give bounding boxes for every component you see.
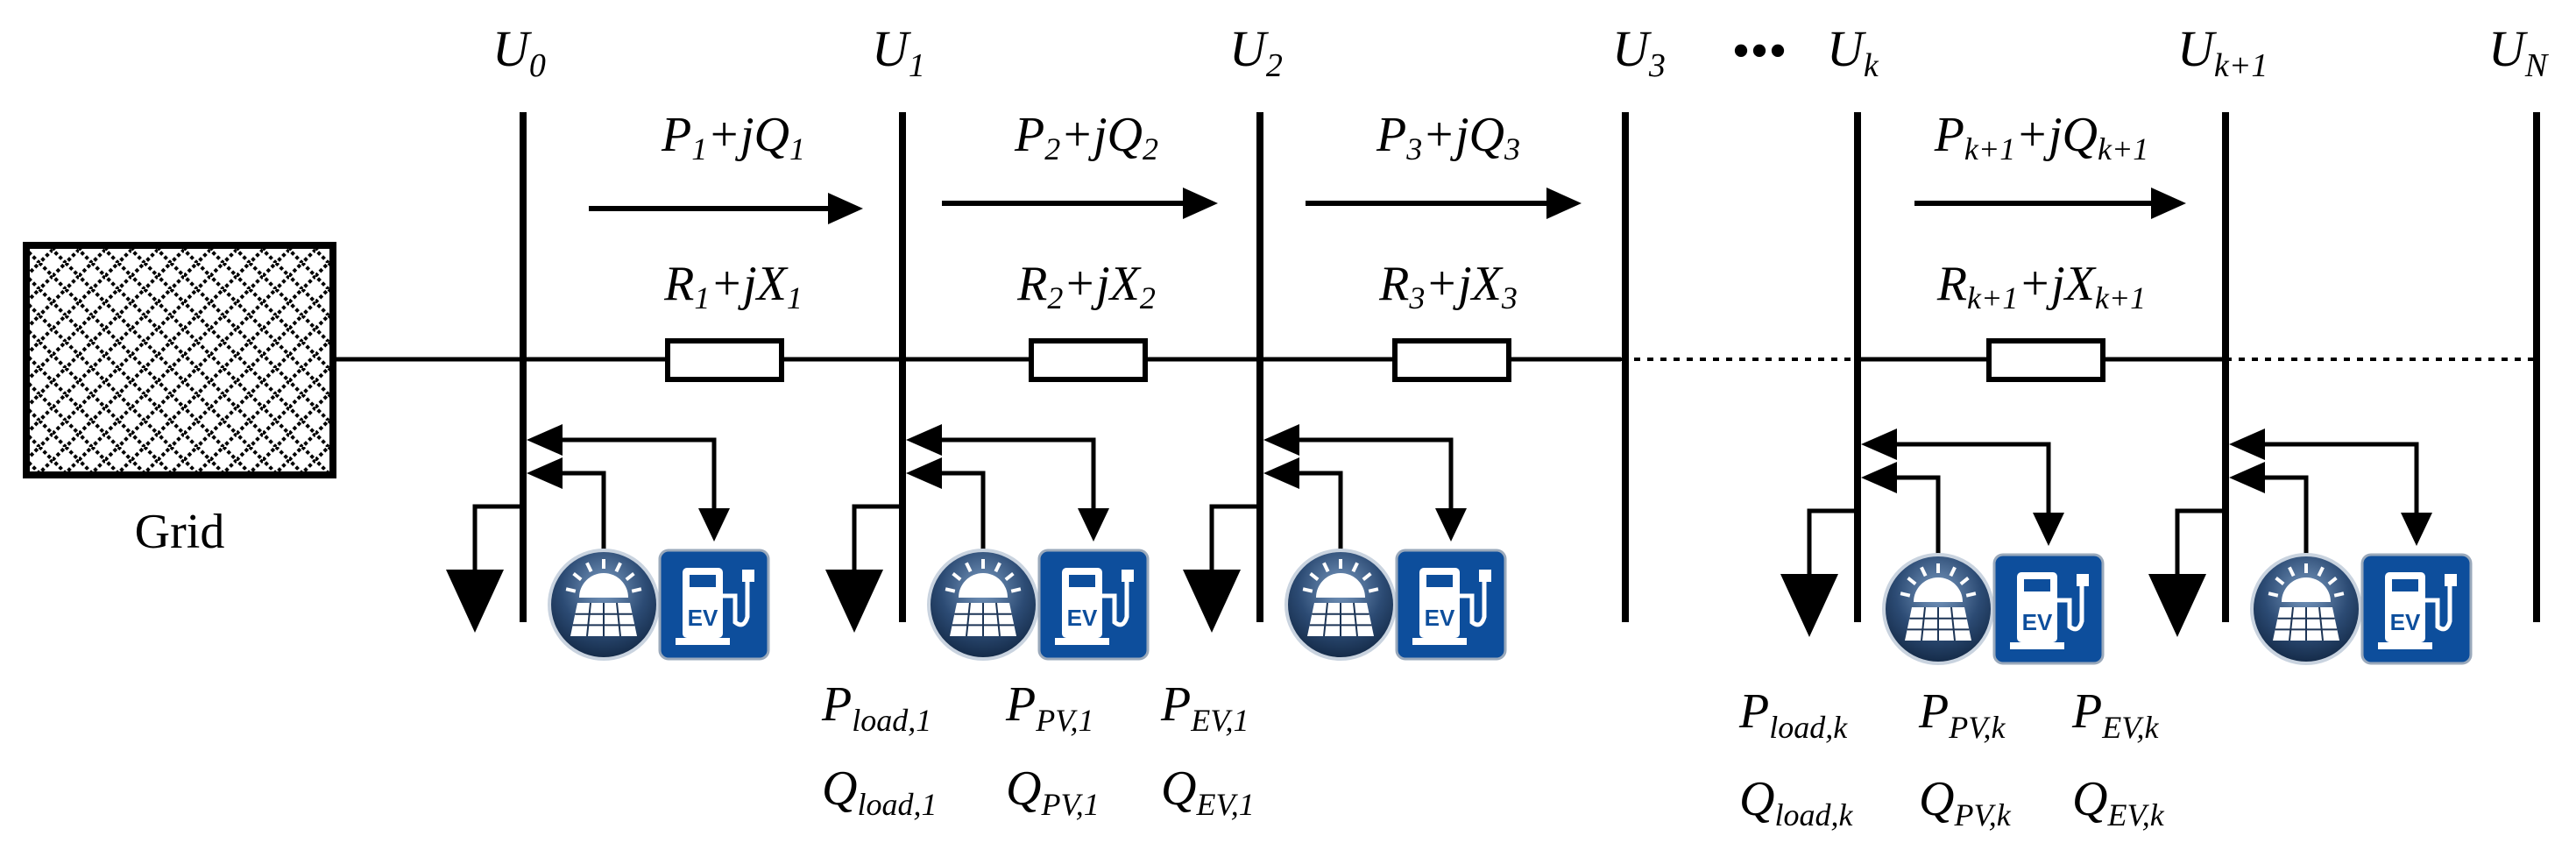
branch-impedance-label-3: R3+jX3 [1378,257,1518,315]
q-ev-1: QEV,1 [1161,761,1255,822]
load-branch-line [2175,508,2226,574]
ev-branch-line [563,437,717,508]
solar-pv-icon [1284,549,1397,661]
branch-impedance-label-2: R2+jX2 [1016,257,1156,315]
bus-label-n: UN [2488,20,2550,84]
bus-devices-2: EV [1183,424,1507,661]
flow-arrow-head-1 [828,193,863,224]
resistor-2 [1029,338,1148,382]
q-ev-k: QEV,k [2072,772,2165,832]
pv-branch-line [563,471,606,570]
load-branch-line [1209,504,1260,570]
solar-pv-icon [1882,553,1994,665]
bus-ellipsis: ••• [1731,22,1787,80]
solar-pv-icon [927,549,1039,661]
q-pv-1: QPV,1 [1006,761,1100,822]
ev-arrow [1078,508,1109,542]
ev-bus-arrow [906,424,942,456]
ev-charger-icon: EV [1037,549,1150,661]
resistor-k1 [1986,338,2105,382]
ev-charger-icon: EV [1395,549,1507,661]
flow-arrow-head-2 [1183,188,1218,219]
pv-branch-line [2265,475,2309,574]
grid-block [23,242,336,478]
pv-arrow [1861,462,1897,493]
load-arrow [2148,574,2206,637]
ev-branch-line [2265,442,2419,513]
load-branch-line [472,504,523,570]
ev-arrow [2033,513,2064,546]
load-arrow [446,570,504,633]
p-ev-k: PEV,k [2071,684,2160,745]
bus-label-0: U0 [492,20,546,84]
bus-label-3: U3 [1612,20,1666,84]
branch-flow-label-2: P2+jQ2 [1014,108,1158,166]
ev-bus-arrow [1263,424,1299,456]
pv-arrow [906,457,942,489]
ev-charger-icon: EV [2360,553,2473,665]
ev-charger-icon: EV [658,549,770,661]
resistor-3 [1392,338,1511,382]
p-pv-1: PPV,1 [1005,677,1094,738]
ev-branch-line [1897,442,2051,513]
ev-branch-line [942,437,1096,508]
q-load-1: Qload,1 [822,761,937,822]
p-load-1: Pload,1 [821,677,931,738]
ev-charger-icon: EV [1992,553,2105,665]
q-load-k: Qload,k [1739,772,1853,832]
ev-icon-text: EV [2390,609,2421,635]
resistor-1 [665,338,784,382]
branch-impedance-label-k1: Rk+1+jXk+1 [1936,257,2146,315]
bus-devices-k: EV [1780,428,2105,665]
pv-branch-line [1897,475,1941,574]
load-arrow [825,570,883,633]
ev-arrow [1435,508,1467,542]
pv-branch-line [1299,471,1343,570]
ev-icon-text: EV [1067,605,1098,631]
load-arrow [1183,570,1241,633]
ev-bus-arrow [1861,428,1897,460]
pv-branch-line [942,471,986,570]
p-load-k: Pload,k [1738,684,1848,745]
bus-devices-0: EV [446,424,770,661]
bus-label-k: Uk [1827,20,1879,84]
branch-flow-label-1: P1+jQ1 [661,108,805,166]
ev-icon-text: EV [1425,605,1455,631]
grid-label: Grid [135,505,225,559]
branch-impedance-label-1: R1+jX1 [663,257,803,315]
ev-arrow [698,508,730,542]
ev-bus-arrow [2229,428,2265,460]
pv-arrow [2229,462,2265,493]
ev-icon-text: EV [688,605,718,631]
ev-icon-text: EV [2022,609,2053,635]
load-branch-line [1807,508,1858,574]
branch-flow-label-3: P3+jQ3 [1376,108,1520,166]
bus-devices-1: EV [825,424,1150,661]
q-pv-k: QPV,k [1919,772,2012,832]
bus-label-k1: Uk+1 [2177,20,2268,84]
ev-arrow [2401,513,2432,546]
load-branch-line [852,504,902,570]
branch-flow-label-k1: Pk+1+jQk+1 [1934,108,2149,166]
bus-label-1: U1 [872,20,925,84]
bus-label-2: U2 [1229,20,1283,84]
ev-bus-arrow [527,424,563,456]
p-pv-k: PPV,k [1918,684,2006,745]
solar-pv-icon [2250,553,2362,665]
bus-devices-k1: EV [2148,428,2473,665]
p-ev-1: PEV,1 [1160,677,1249,738]
flow-arrow-head-3 [1546,188,1582,219]
pv-arrow [527,457,563,489]
flow-arrow-head-k1 [2151,188,2186,219]
pv-arrow [1263,457,1299,489]
load-arrow [1780,574,1838,637]
solar-pv-icon [548,549,660,661]
ev-branch-line [1299,437,1454,508]
